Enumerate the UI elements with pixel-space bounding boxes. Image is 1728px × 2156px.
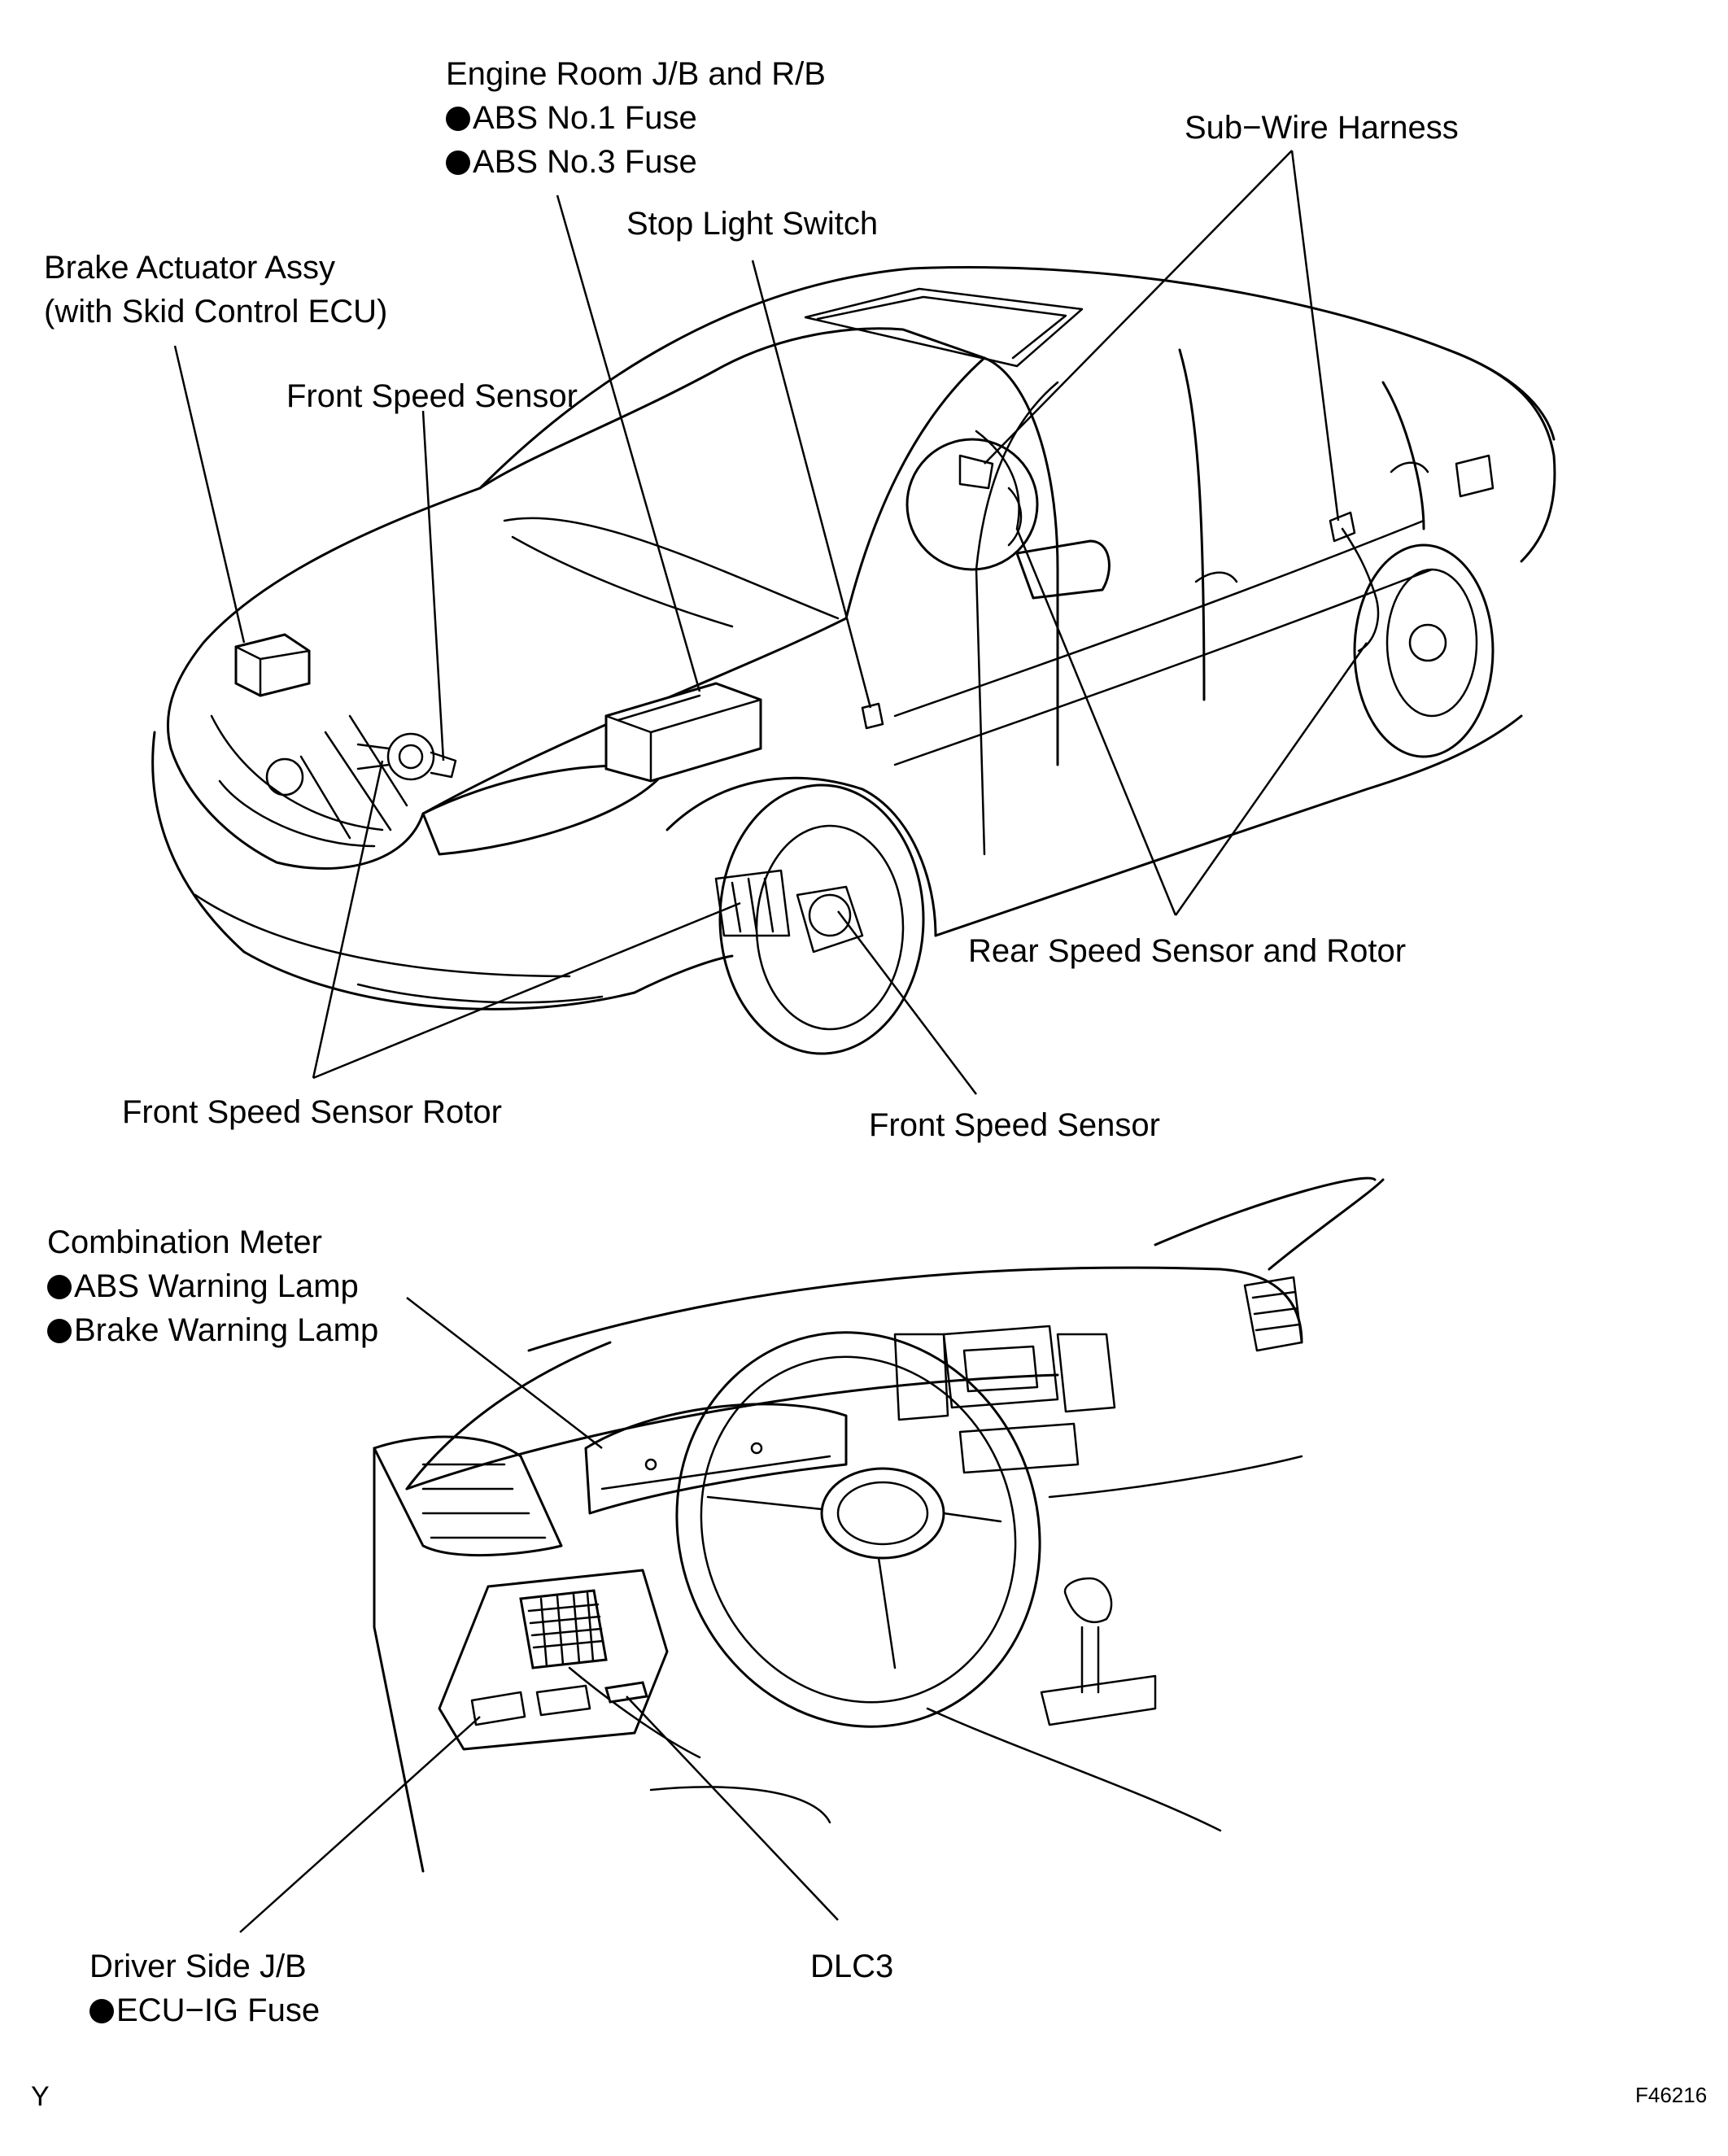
- abs-no3-fuse-text: ABS No.3 Fuse: [473, 144, 697, 180]
- combination-meter-item-1: ABS Warning Lamp: [47, 1264, 378, 1308]
- leader-rear-sensor-2: [1174, 642, 1368, 916]
- brake-actuator-line-1: Brake Actuator Assy: [44, 250, 335, 286]
- leader-driver-side-jb: [239, 1716, 481, 1933]
- label-front-speed-sensor-rotor: Front Speed Sensor Rotor: [122, 1094, 502, 1130]
- bullet-dot-icon: [89, 1999, 114, 2023]
- label-dlc3: DLC3: [810, 1949, 894, 1984]
- bullet-dot-icon: [47, 1319, 72, 1343]
- label-stop-light-switch: Stop Light Switch: [626, 206, 879, 242]
- bullet-dot-icon: [446, 151, 470, 175]
- driver-side-jb-item-1: ECU−IG Fuse: [89, 1988, 320, 2032]
- label-driver-side-jb: Driver Side J/B ECU−IG Fuse: [89, 1944, 320, 2032]
- leader-dlc3: [626, 1696, 839, 1921]
- leader-rear-sensor-1: [1015, 528, 1177, 916]
- leader-sub-wire-1: [984, 150, 1293, 465]
- leader-front-rotor-1: [312, 760, 384, 1079]
- label-front-speed-sensor-bottom: Front Speed Sensor: [869, 1107, 1160, 1143]
- footer-left-code: Y: [31, 2081, 50, 2112]
- leader-front-speed-sensor-top: [421, 410, 445, 762]
- bullet-dot-icon: [47, 1275, 72, 1299]
- ecu-ig-fuse-text: ECU−IG Fuse: [116, 1992, 321, 2028]
- engine-room-jb-item-2: ABS No.3 Fuse: [446, 140, 826, 184]
- brake-warning-lamp-text: Brake Warning Lamp: [74, 1312, 379, 1348]
- bullet-dot-icon: [446, 107, 470, 131]
- combination-meter-title: Combination Meter: [47, 1224, 322, 1260]
- label-rear-speed-sensor: Rear Speed Sensor and Rotor: [968, 933, 1407, 969]
- leader-stop-light-switch: [751, 260, 872, 709]
- engine-room-jb-item-1: ABS No.1 Fuse: [446, 96, 826, 140]
- car-illustration: [151, 265, 1556, 1055]
- abs-warning-lamp-text: ABS Warning Lamp: [74, 1268, 359, 1304]
- leader-combination-meter: [406, 1297, 603, 1449]
- leader-brake-actuator: [173, 345, 246, 644]
- leader-front-speed-sensor-bottom: [837, 910, 977, 1095]
- label-front-speed-sensor-top: Front Speed Sensor: [286, 378, 578, 414]
- combination-meter-item-2: Brake Warning Lamp: [47, 1308, 378, 1352]
- label-brake-actuator: Brake Actuator Assy (with Skid Control E…: [44, 246, 387, 334]
- leader-sub-wire-2: [1290, 150, 1340, 522]
- leader-engine-room-jb: [556, 194, 701, 692]
- figure-id: F46216: [1635, 2083, 1708, 2107]
- label-combination-meter: Combination Meter ABS Warning Lamp Brake…: [47, 1220, 378, 1352]
- abs-no1-fuse-text: ABS No.1 Fuse: [473, 100, 697, 136]
- engine-room-jb-title: Engine Room J/B and R/B: [446, 56, 826, 92]
- brake-actuator-line-2: (with Skid Control ECU): [44, 294, 388, 330]
- label-sub-wire-harness: Sub−Wire Harness: [1185, 110, 1459, 146]
- label-engine-room-jb: Engine Room J/B and R/B ABS No.1 Fuse AB…: [446, 52, 826, 184]
- leader-lines: [173, 150, 1368, 1933]
- driver-side-jb-title: Driver Side J/B: [89, 1949, 307, 1984]
- leader-front-rotor-2: [312, 901, 741, 1080]
- dashboard-illustration: [373, 1176, 1385, 1873]
